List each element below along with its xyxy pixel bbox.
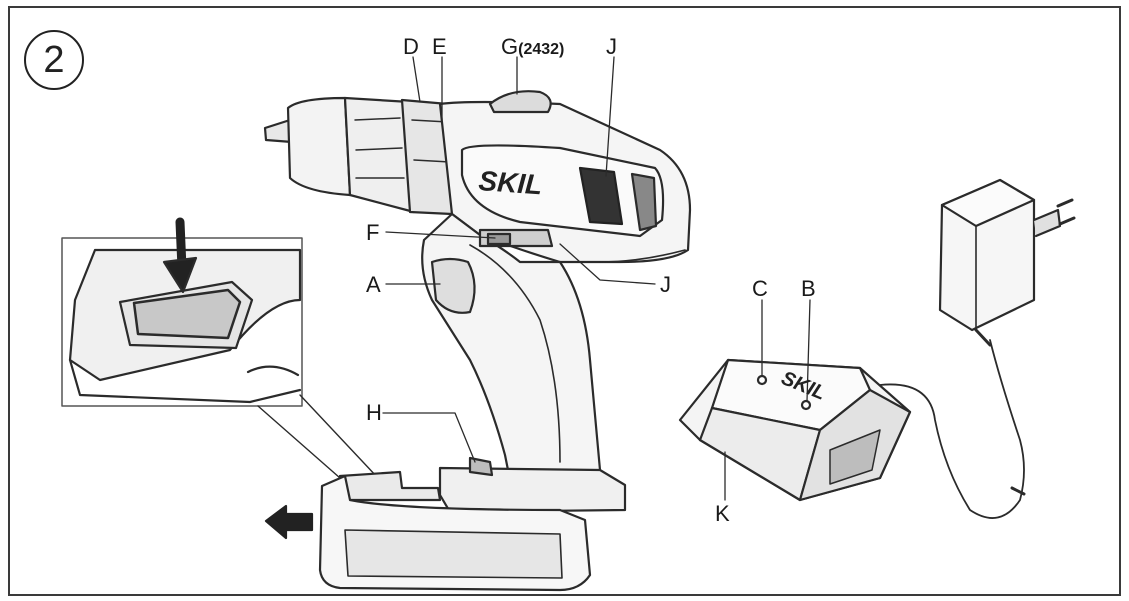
plug-pins: [1056, 198, 1076, 226]
trigger: [430, 257, 476, 314]
charge-indicator-b: [800, 399, 812, 411]
figure-frame: [8, 6, 1121, 596]
label-d: D: [403, 34, 419, 59]
leader-h: [382, 412, 476, 463]
leader-d: [412, 56, 421, 103]
label-a: A: [366, 272, 381, 297]
label-k: K: [715, 501, 730, 526]
chuck: [286, 96, 352, 197]
drill-brand-logo: SKIL: [478, 165, 544, 200]
label-e: E: [432, 34, 447, 59]
label-b: B: [801, 276, 816, 301]
leader-j-side: [559, 243, 656, 285]
press-arrow-icon: [162, 256, 198, 294]
leader-j-top: [605, 56, 615, 177]
charge-indicator-c: [756, 374, 768, 386]
eject-arrow-icon: [264, 504, 314, 540]
adapter-plug: [1032, 208, 1062, 238]
battery-release-button-drill: [468, 456, 494, 477]
leader-b: [806, 299, 811, 402]
label-c: C: [752, 276, 768, 301]
battery-release-button: [132, 288, 242, 340]
gear-switch: [488, 90, 552, 114]
label-j-top: J: [606, 34, 617, 59]
drill: [263, 90, 692, 592]
battery-collar: [438, 466, 627, 514]
leader-f: [385, 231, 496, 239]
label-g-letter: G: [501, 34, 519, 59]
label-j-side: J: [660, 272, 671, 297]
detail-inset: [61, 217, 379, 479]
led-window: [578, 166, 624, 226]
label-h: H: [366, 400, 382, 425]
wall-adapter: [938, 178, 1076, 347]
label-f: F: [366, 220, 380, 245]
figure-number: 2: [24, 30, 84, 90]
label-g-model: (2432): [518, 41, 565, 58]
label-g: G(2432): [501, 36, 564, 58]
leader-lines: [382, 56, 811, 501]
charger-cord: [879, 339, 1025, 519]
charger: [678, 339, 1026, 519]
